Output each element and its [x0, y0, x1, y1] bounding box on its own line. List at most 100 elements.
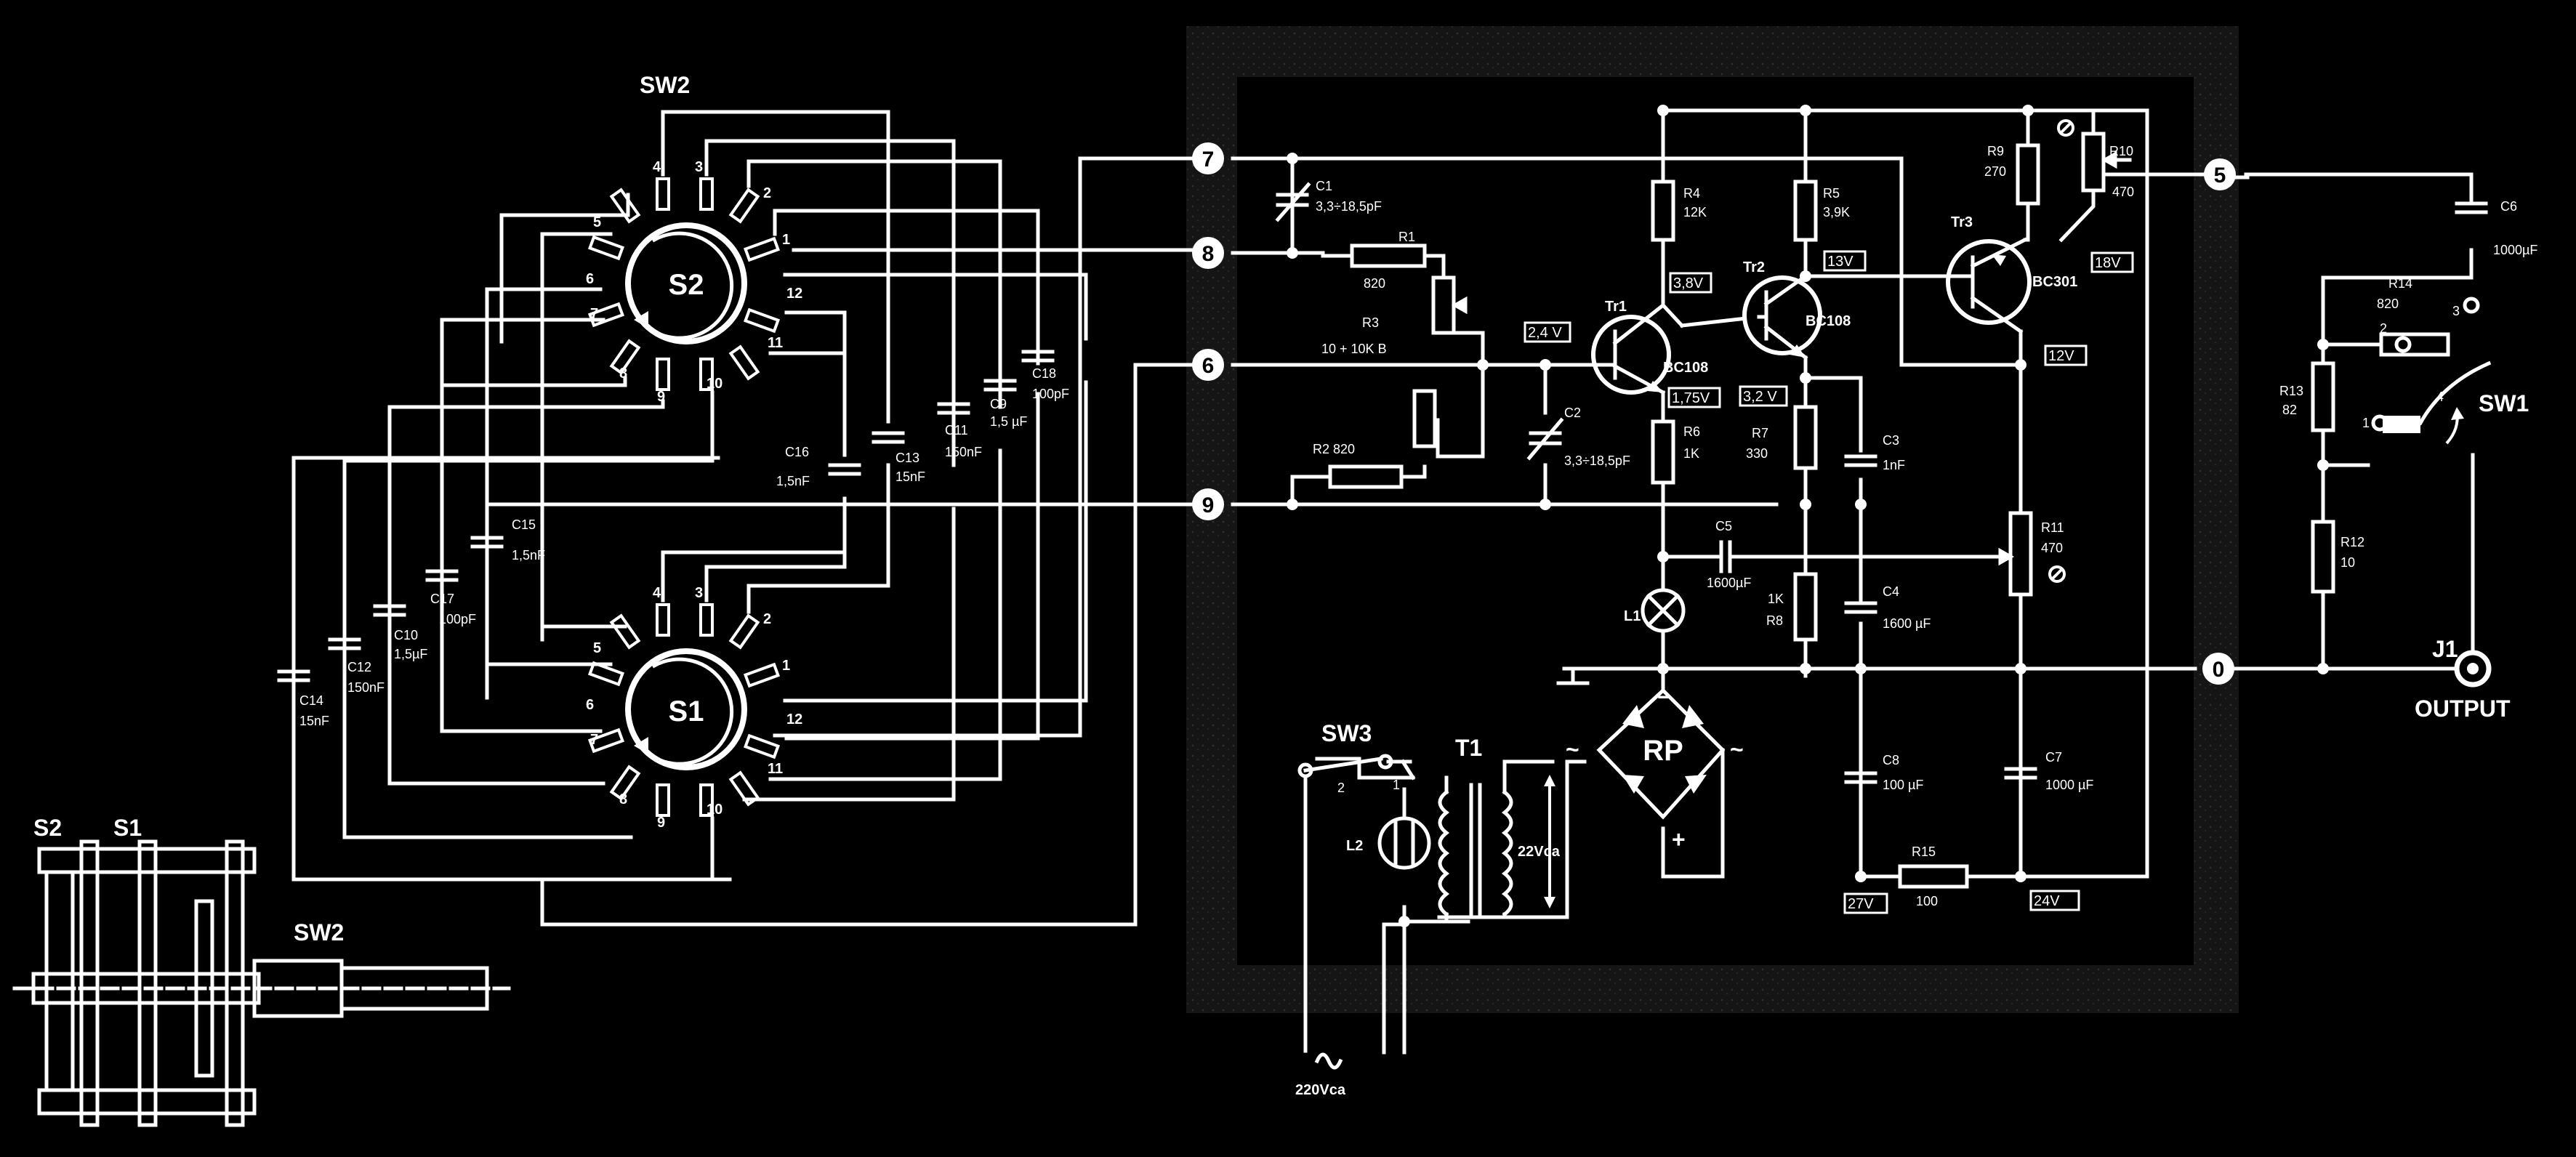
svg-text:C9: C9 — [990, 397, 1007, 411]
circuit-board-panel — [1186, 26, 2239, 1013]
svg-text:100pF: 100pF — [1032, 387, 1069, 401]
svg-text:2: 2 — [763, 185, 771, 201]
svg-text:1K: 1K — [1768, 592, 1784, 606]
transistor-tr1 — [1591, 302, 1671, 395]
svg-text:C14: C14 — [299, 693, 323, 708]
svg-text:BC301: BC301 — [2032, 274, 2077, 290]
s2-position-numbers: 4 3 2 1 12 11 10 9 8 7 6 5 — [586, 159, 802, 405]
resistor-r14 — [2379, 332, 2450, 357]
voltage-labels: 2,4 V 3,8V 1,75V 3,2 V 13V 18V 12V 27V 2… — [1524, 250, 2134, 914]
svg-text:9: 9 — [657, 389, 665, 405]
svg-text:C13: C13 — [895, 451, 919, 465]
svg-text:T1: T1 — [1455, 735, 1482, 761]
svg-text:R6: R6 — [1683, 424, 1700, 439]
svg-text:SW1: SW1 — [2479, 390, 2529, 416]
terminal-9: 9 — [1202, 493, 1215, 517]
resistor-r15 — [1898, 864, 1969, 889]
svg-text:10 + 10K B: 10 + 10K B — [1321, 342, 1387, 356]
s1-label: S1 — [669, 696, 704, 727]
resistor-r10 — [2081, 132, 2106, 193]
capacitor-c14 — [277, 669, 310, 682]
resistor-r7 — [1793, 405, 1818, 470]
svg-text:11: 11 — [768, 761, 783, 777]
svg-text:1000µF: 1000µF — [2493, 243, 2537, 257]
svg-text:1,5 µF: 1,5 µF — [990, 414, 1027, 429]
s1-contacts — [587, 603, 781, 817]
svg-text:270: 270 — [1984, 164, 2006, 179]
capacitor-c10 — [373, 604, 406, 617]
svg-text:3,3÷18,5pF: 3,3÷18,5pF — [1564, 453, 1630, 468]
resistor-r6 — [1651, 419, 1675, 485]
capacitor-c9 — [983, 379, 1017, 392]
svg-text:150nF: 150nF — [347, 680, 385, 695]
transistor-tr3 — [1924, 237, 2032, 334]
svg-text:R13: R13 — [2279, 384, 2303, 398]
svg-text:R2 820: R2 820 — [1313, 442, 1355, 456]
svg-text:5: 5 — [593, 214, 601, 230]
svg-text:1: 1 — [2362, 416, 2370, 430]
svg-text:C2: C2 — [1564, 406, 1581, 420]
svg-text:3,3÷18,5pF: 3,3÷18,5pF — [1316, 199, 1382, 214]
svg-text:S2: S2 — [33, 815, 62, 841]
resistor-r1 — [1350, 243, 1427, 268]
svg-text:9: 9 — [657, 815, 665, 831]
resistor-r4 — [1651, 180, 1675, 242]
svg-text:Tr2: Tr2 — [1743, 259, 1765, 275]
sw2-top-label: SW2 — [640, 72, 690, 98]
svg-text:1000 µF: 1000 µF — [2045, 778, 2093, 792]
svg-text:−: − — [1657, 684, 1671, 710]
svg-text:C3: C3 — [1883, 433, 1899, 448]
transistor-tr2 — [1742, 273, 1822, 360]
svg-text:24V: 24V — [2034, 893, 2060, 909]
svg-text:C12: C12 — [347, 660, 371, 674]
terminal-7: 7 — [1202, 148, 1215, 172]
svg-text:100pF: 100pF — [439, 612, 476, 626]
s2-label: S2 — [669, 269, 704, 301]
svg-text:~: ~ — [1566, 736, 1579, 762]
svg-text:3: 3 — [2452, 304, 2460, 318]
svg-text:2: 2 — [2380, 321, 2387, 336]
adjust-marks — [2048, 119, 2074, 583]
svg-text:C7: C7 — [2045, 750, 2062, 765]
svg-text:C5: C5 — [1715, 519, 1732, 533]
resistor-r5 — [1793, 180, 1818, 242]
svg-text:1nF: 1nF — [1883, 458, 1905, 472]
svg-text:3: 3 — [695, 585, 703, 601]
svg-text:Tr1: Tr1 — [1605, 299, 1627, 315]
resistor-r11 — [2008, 511, 2033, 597]
main-labels: Tr1 BC108 Tr2 BC108 Tr3 BC301 L1 L2 SW3 … — [1295, 214, 2529, 1098]
svg-text:10: 10 — [2340, 555, 2355, 570]
svg-text:~: ~ — [1730, 736, 1744, 762]
switch-s2: S2 4 3 2 1 12 11 10 9 8 7 6 5 — [586, 159, 802, 405]
svg-text:BC108: BC108 — [1663, 360, 1708, 376]
svg-text:R14: R14 — [2388, 276, 2412, 291]
svg-text:13V: 13V — [1827, 254, 1853, 270]
svg-text:3: 3 — [695, 159, 703, 175]
svg-text:1: 1 — [782, 232, 790, 248]
svg-text:R12: R12 — [2340, 535, 2364, 549]
svg-text:3,9K: 3,9K — [1823, 205, 1850, 219]
bridge-symbols: − + ~ ~ — [1566, 684, 1744, 852]
svg-text:BC108: BC108 — [1806, 313, 1851, 329]
svg-text:1,75V: 1,75V — [1672, 390, 1710, 406]
switch-sw1 — [2371, 297, 2492, 445]
capacitor-c15 — [470, 536, 504, 549]
svg-text:OUTPUT: OUTPUT — [2415, 696, 2511, 722]
svg-text:4: 4 — [2436, 390, 2444, 404]
lamp-l2 — [1377, 816, 1431, 870]
svg-text:15nF: 15nF — [895, 469, 925, 484]
svg-text:330: 330 — [1746, 446, 1768, 461]
svg-text:C11: C11 — [945, 423, 968, 438]
resistor-r2 — [1328, 464, 1404, 489]
svg-text:820: 820 — [1364, 276, 1385, 291]
bridge-rectifier-rp: RP — [1596, 688, 1726, 820]
svg-text:R10: R10 — [2109, 144, 2133, 158]
svg-text:7: 7 — [590, 306, 598, 322]
svg-text:L1: L1 — [1624, 608, 1641, 624]
lamp-l1 — [1641, 588, 1686, 633]
svg-text:22Vca: 22Vca — [1518, 844, 1561, 860]
svg-text:C17: C17 — [430, 592, 454, 606]
svg-text:1: 1 — [1393, 778, 1400, 792]
svg-text:6: 6 — [586, 271, 594, 287]
